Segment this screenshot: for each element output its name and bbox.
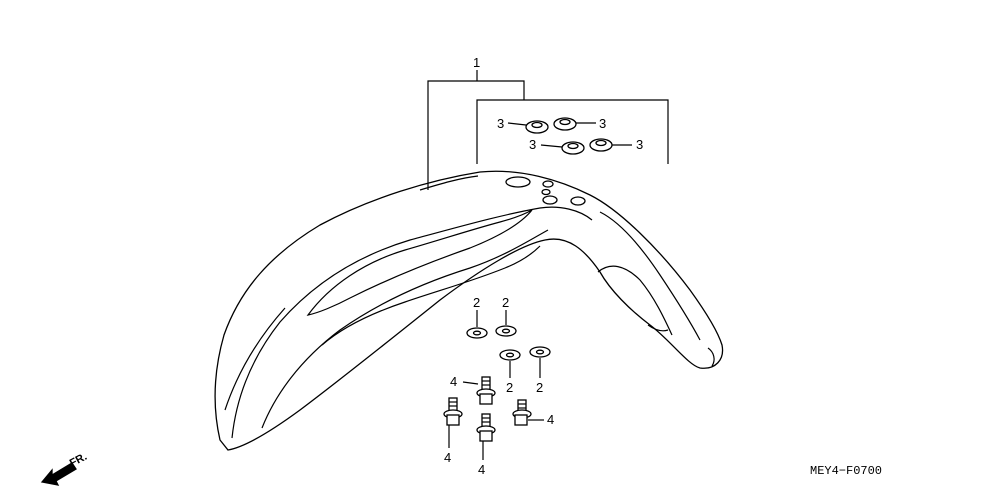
callout-3-label: 3 — [636, 137, 643, 152]
part-3-grommets — [507, 117, 632, 155]
grommet-bottom-right — [589, 138, 613, 152]
part-4-bolts — [443, 376, 544, 460]
callout-3-label: 3 — [529, 137, 536, 152]
flange-bolt — [476, 376, 496, 405]
callout-2-label: 2 — [473, 295, 480, 310]
flange-bolt — [476, 413, 496, 442]
washer — [529, 346, 551, 358]
callout-1-bracket — [427, 70, 669, 190]
callout-4-label: 4 — [450, 374, 457, 389]
front-direction-arrow: FR. — [40, 451, 89, 486]
callout-4-label: 4 — [444, 450, 451, 465]
callout-2-label: 2 — [502, 295, 509, 310]
callout-2-label: 2 — [536, 380, 543, 395]
callout-3-label: 3 — [599, 116, 606, 131]
part-2-washers — [466, 310, 551, 378]
direction-label: FR. — [68, 451, 89, 470]
drawing-code: MEY4−F0700 — [810, 464, 882, 478]
flange-bolt — [512, 399, 532, 426]
grommet-top-left — [525, 120, 549, 134]
front-fender — [214, 170, 724, 451]
washer — [466, 327, 488, 339]
fender-mounting-holes — [505, 176, 586, 206]
callout-4-label: 4 — [547, 412, 554, 427]
callout-2-label: 2 — [506, 380, 513, 395]
washer — [499, 349, 521, 361]
washer — [495, 325, 517, 337]
flange-bolt — [443, 397, 463, 426]
grommet-top-right — [553, 117, 577, 131]
callout-4-label: 4 — [478, 462, 485, 477]
grommet-bottom-left — [561, 141, 585, 155]
callout-1-label: 1 — [473, 55, 480, 70]
callout-3-label: 3 — [497, 116, 504, 131]
